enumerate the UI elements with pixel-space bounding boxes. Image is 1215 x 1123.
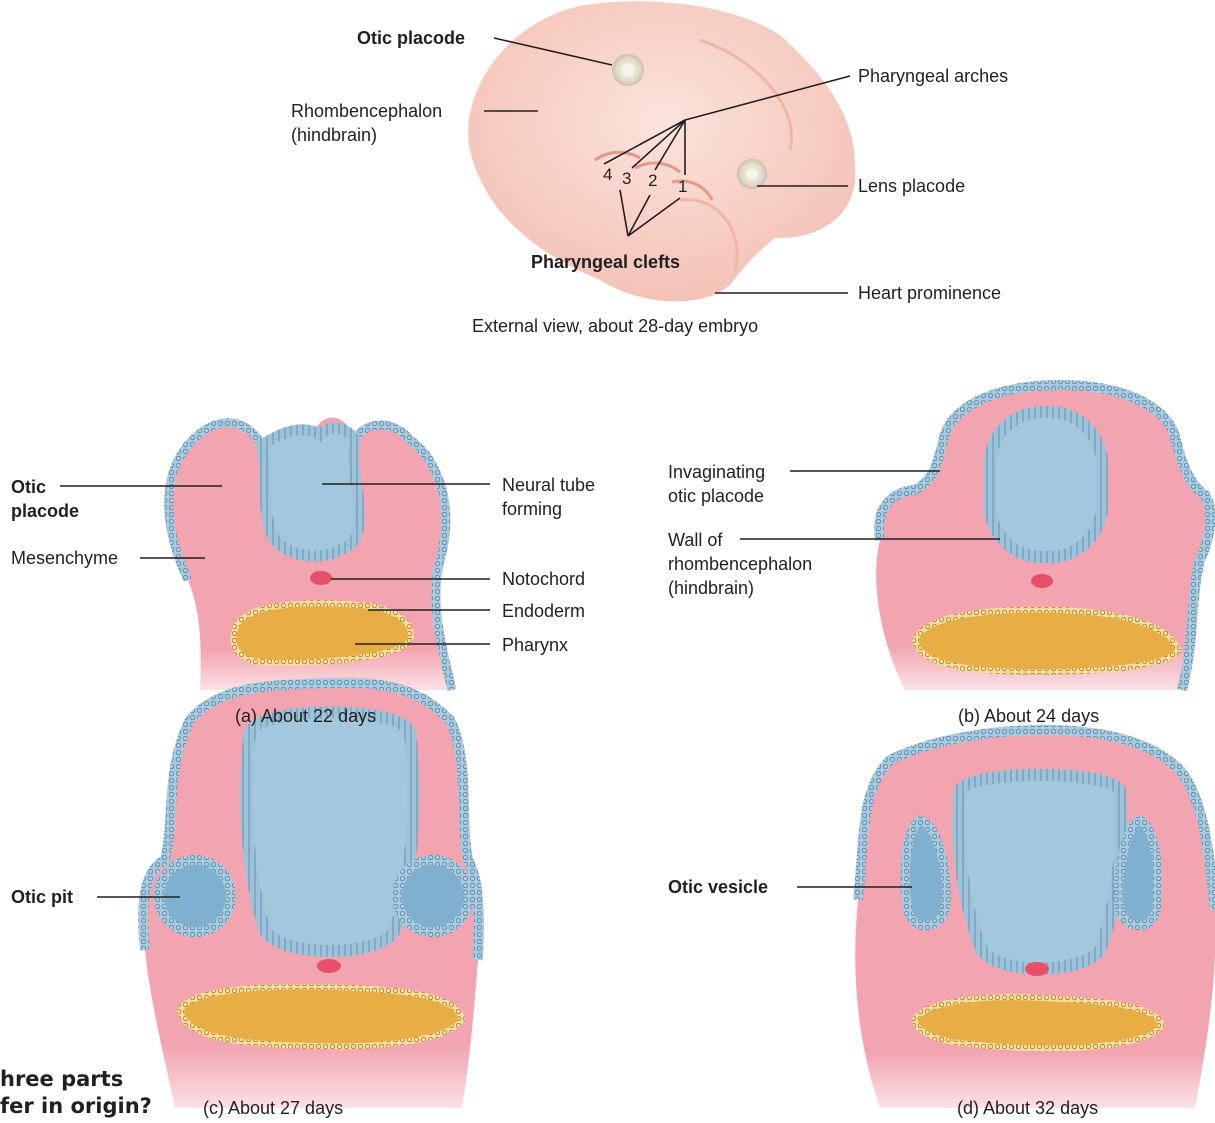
label-a-placode: placode (11, 500, 79, 522)
section-c-drawing (143, 683, 479, 1108)
label-a-neural-tube: Neural tube (502, 474, 595, 496)
label-heart-prominence: Heart prominence (858, 282, 1001, 304)
section-c-pharynx (180, 987, 462, 1047)
label-a-endoderm: Endoderm (502, 600, 585, 622)
section-a-neural-groove (262, 428, 360, 556)
label-b-otic-placode: otic placode (668, 485, 764, 507)
label-a-otic: Otic (11, 476, 46, 498)
section-b-neural-tube (990, 412, 1102, 557)
section-c-otic-pit-left (159, 860, 231, 932)
section-d-otic-vesicle-left (905, 820, 946, 926)
question-line-2: fer in origin? (0, 1093, 152, 1119)
label-b-invaginating: Invaginating (668, 461, 765, 483)
label-b-rhombencephalon: rhombencephalon (668, 553, 812, 575)
label-pharyngeal-clefts: Pharyngeal clefts (531, 251, 680, 273)
section-b-notochord (1031, 574, 1053, 588)
section-d-otic-vesicle-right (1119, 820, 1158, 926)
label-b-wall-of: Wall of (668, 529, 722, 551)
label-d-otic-vesicle: Otic vesicle (668, 876, 768, 898)
caption-b: (b) About 24 days (958, 705, 1099, 727)
caption-a: (a) About 22 days (235, 705, 376, 727)
label-rhombencephalon: Rhombencephalon (291, 100, 442, 122)
section-d-notochord (1025, 962, 1049, 976)
caption-c: (c) About 27 days (203, 1097, 343, 1119)
label-otic-placode: Otic placode (357, 27, 465, 49)
label-b-hindbrain: (hindbrain) (668, 577, 754, 599)
caption-d: (d) About 32 days (957, 1097, 1098, 1119)
arch-number-3: 3 (622, 170, 631, 188)
section-c-neural-tube (246, 713, 413, 952)
label-a-forming: forming (502, 498, 562, 520)
section-d-drawing (855, 730, 1215, 1108)
caption-embryo: External view, about 28-day embryo (472, 315, 758, 337)
section-a-pharynx (234, 603, 411, 663)
label-a-mesenchyme: Mesenchyme (11, 547, 118, 569)
label-c-otic-pit: Otic pit (11, 886, 73, 908)
section-c-otic-pit-right (397, 860, 469, 932)
section-c-notochord (317, 959, 341, 973)
arch-number-2: 2 (648, 172, 657, 190)
section-b-drawing (876, 385, 1210, 690)
arch-number-1: 1 (678, 178, 687, 196)
section-d-pharynx (915, 997, 1162, 1048)
label-hindbrain: (hindbrain) (291, 124, 377, 146)
arch-number-4: 4 (603, 166, 612, 184)
label-pharyngeal-arches: Pharyngeal arches (858, 65, 1008, 87)
label-lens-placode: Lens placode (858, 175, 965, 197)
section-a-drawing (169, 418, 452, 691)
section-a-notochord (310, 571, 332, 585)
label-a-pharynx: Pharynx (502, 634, 568, 656)
section-d-neural-tube (959, 775, 1122, 969)
question-line-1: hree parts (0, 1066, 123, 1092)
section-b-pharynx (915, 610, 1178, 672)
label-a-notochord: Notochord (502, 568, 585, 590)
